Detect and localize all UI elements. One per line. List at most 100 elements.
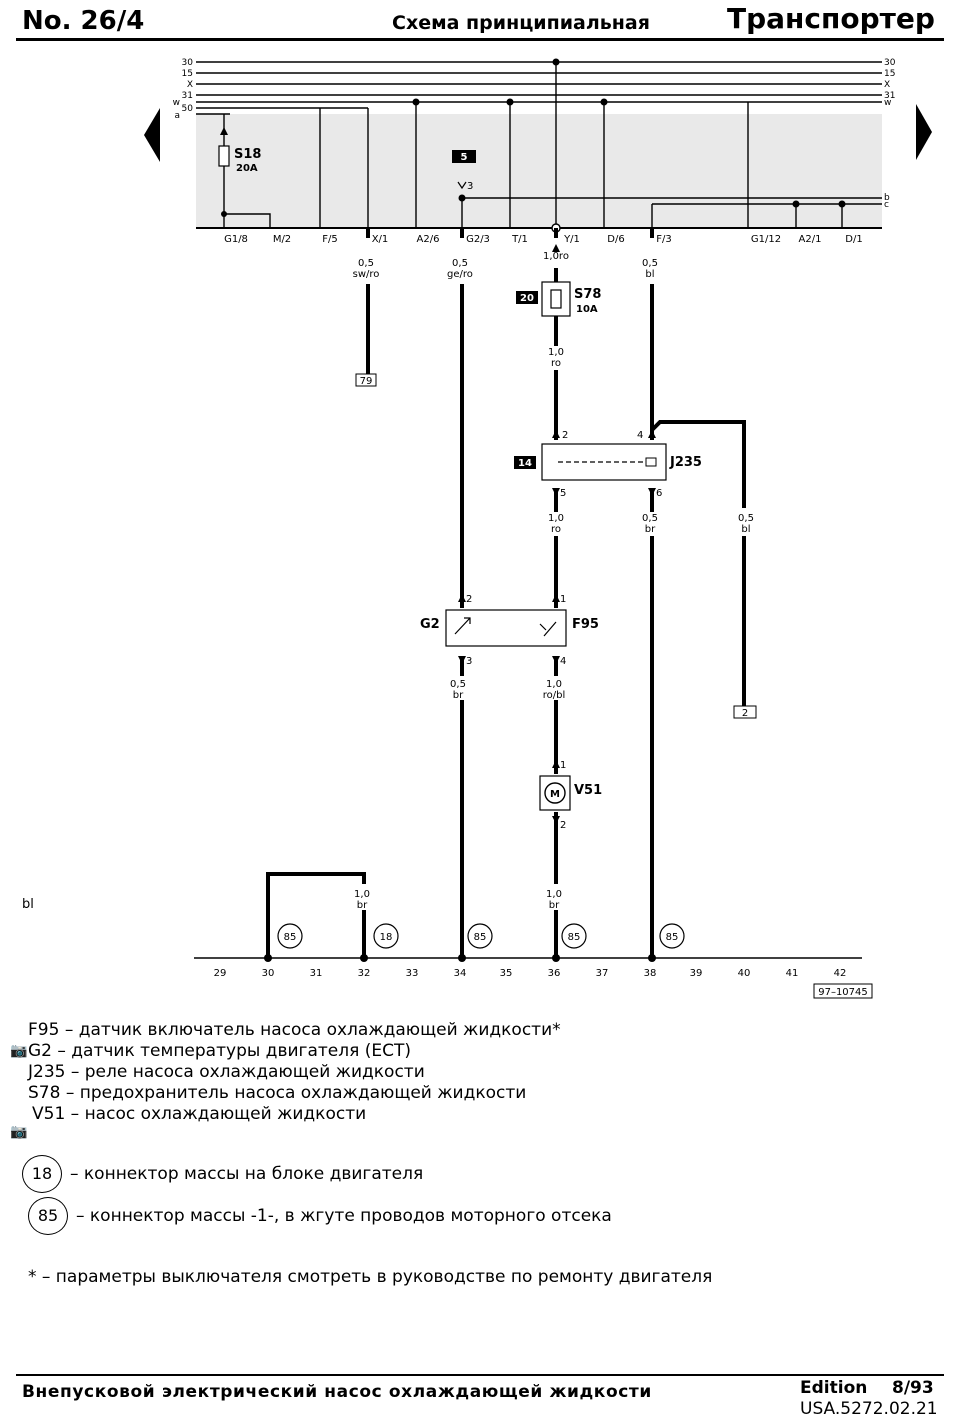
svg-text:D/1: D/1 (845, 234, 862, 245)
bus-labels-right: 30 15 X 31 w b c (884, 58, 896, 210)
fuse-panel (196, 114, 882, 228)
svg-text:42: 42 (834, 968, 847, 979)
section-title: Схема принципиальная (392, 12, 650, 34)
internal-wiring (223, 62, 843, 228)
j235-pin-6: 6 (656, 488, 662, 499)
j235-pin-5: 5 (560, 488, 566, 499)
legend-ground-85-icon: 85 (28, 1197, 68, 1235)
svg-text:F/5: F/5 (322, 234, 337, 245)
svg-text:w: w (884, 98, 891, 108)
svg-text:F/3: F/3 (656, 234, 671, 245)
svg-text:Y/1: Y/1 (563, 234, 580, 245)
camera-icon: 📷 (10, 1043, 28, 1059)
svg-text:18: 18 (380, 932, 393, 943)
j235-pin-4: 4 (637, 430, 643, 441)
svg-text:31: 31 (310, 968, 323, 979)
footer-title: Внепусковой электрический насос охлаждаю… (22, 1382, 652, 1402)
svg-text:33: 33 (406, 968, 419, 979)
svg-text:0,5: 0,5 (452, 258, 468, 269)
svg-text:D/6: D/6 (607, 234, 624, 245)
thermistor-symbol (454, 617, 471, 635)
svg-text:1,0: 1,0 (546, 679, 562, 690)
camera-icon: 📷 (10, 1124, 28, 1140)
v51-label: V51 (574, 783, 602, 798)
svg-text:A2/1: A2/1 (799, 234, 822, 245)
svg-text:G2/3: G2/3 (466, 234, 490, 245)
pin-arrows (458, 244, 656, 824)
heavy-wires (266, 228, 746, 958)
ground-dots (264, 954, 656, 962)
svg-text:38: 38 (644, 968, 657, 979)
svg-text:0,5: 0,5 (450, 679, 466, 690)
svg-text:30: 30 (262, 968, 275, 979)
svg-text:36: 36 (548, 968, 561, 979)
v51-pin-1: 1 (560, 760, 566, 771)
arrow-up-icon (220, 127, 228, 135)
document-code: USA.5272.02.21 (800, 1399, 938, 1419)
svg-text:85: 85 (284, 932, 297, 943)
bus-labels-left: 30 15 X 31 w 50 a (173, 58, 194, 121)
g2-pin-2: 2 (466, 594, 472, 605)
junction-dots (221, 58, 846, 217)
svg-text:31: 31 (182, 91, 193, 101)
svg-text:ge/ro: ge/ro (447, 269, 473, 280)
svg-text:sw/ro: sw/ro (353, 269, 380, 280)
stray-label: bl (22, 897, 34, 912)
svg-text:85: 85 (666, 932, 679, 943)
motor-symbol: M (550, 789, 560, 800)
svg-text:40: 40 (738, 968, 751, 979)
svg-text:30: 30 (182, 58, 194, 68)
svg-text:ro: ro (551, 524, 561, 535)
svg-text:b: b (884, 193, 890, 203)
legend-item-f95: F95 – датчик включатель насоса охлаждающ… (28, 1020, 561, 1040)
legend-ground-18-text: – коннектор массы на блоке двигателя (70, 1164, 424, 1184)
switch-symbol (539, 621, 557, 637)
arrow-right-icon[interactable] (916, 104, 932, 160)
svg-text:bl: bl (741, 524, 750, 535)
svg-text:29: 29 (214, 968, 227, 979)
svg-text:A2/6: A2/6 (417, 234, 440, 245)
svg-text:M/2: M/2 (273, 234, 291, 245)
legend-ground-85-text: – коннектор массы -1-, в жгуте проводов … (76, 1206, 612, 1226)
svg-text:85: 85 (474, 932, 487, 943)
vehicle-title: Транспортер (727, 2, 935, 35)
component-box-5-label: 5 (461, 152, 468, 163)
bus-lines (196, 61, 882, 229)
svg-text:a: a (174, 111, 180, 121)
header-rule (16, 38, 944, 41)
svg-text:35: 35 (500, 968, 513, 979)
g2-pin-3: 3 (466, 656, 472, 667)
svg-text:15: 15 (182, 69, 193, 79)
svg-text:31: 31 (884, 91, 895, 101)
ref-2-label: 2 (742, 708, 748, 719)
legend-item-g2: G2 – датчик температуры двигателя (ECT) (28, 1041, 411, 1061)
svg-text:T/1: T/1 (511, 234, 528, 245)
legend-item-v51: V51 – насос охлаждающей жидкости (32, 1104, 367, 1124)
connector-labels: G1/8 M/2 F/5 X/1 A2/6 G2/3 T/1 Y/1 D/6 F… (224, 234, 863, 245)
legend-ground-18-icon: 18 (22, 1155, 62, 1193)
svg-text:34: 34 (454, 968, 467, 979)
ref-79-label: 79 (360, 376, 373, 387)
g2-label: G2 (420, 617, 440, 632)
figure-code: 97–10745 (818, 987, 868, 998)
edition-value: 8/93 (892, 1378, 934, 1398)
f95-pin-1: 1 (560, 594, 566, 605)
svg-text:w: w (173, 98, 180, 108)
legend-note: * – параметры выключателя смотреть в рук… (28, 1267, 713, 1287)
component-box-20 (516, 291, 538, 304)
svg-text:50: 50 (182, 104, 194, 114)
svg-text:32: 32 (358, 968, 371, 979)
sensor-g2-f95 (445, 609, 567, 647)
ref-2-box (733, 705, 757, 719)
svg-text:X: X (187, 80, 193, 90)
svg-text:X: X (884, 80, 890, 90)
s78-label: S78 (574, 287, 601, 302)
s18-label: S18 (234, 147, 261, 162)
legend-item-s78: S78 – предохранитель насоса охлаждающей … (28, 1083, 527, 1103)
svg-text:br: br (357, 900, 368, 911)
svg-text:br: br (549, 900, 560, 911)
svg-text:X/1: X/1 (372, 234, 389, 245)
svg-text:1,0: 1,0 (548, 347, 564, 358)
svg-text:37: 37 (596, 968, 609, 979)
arrow-left-icon[interactable] (144, 108, 160, 162)
